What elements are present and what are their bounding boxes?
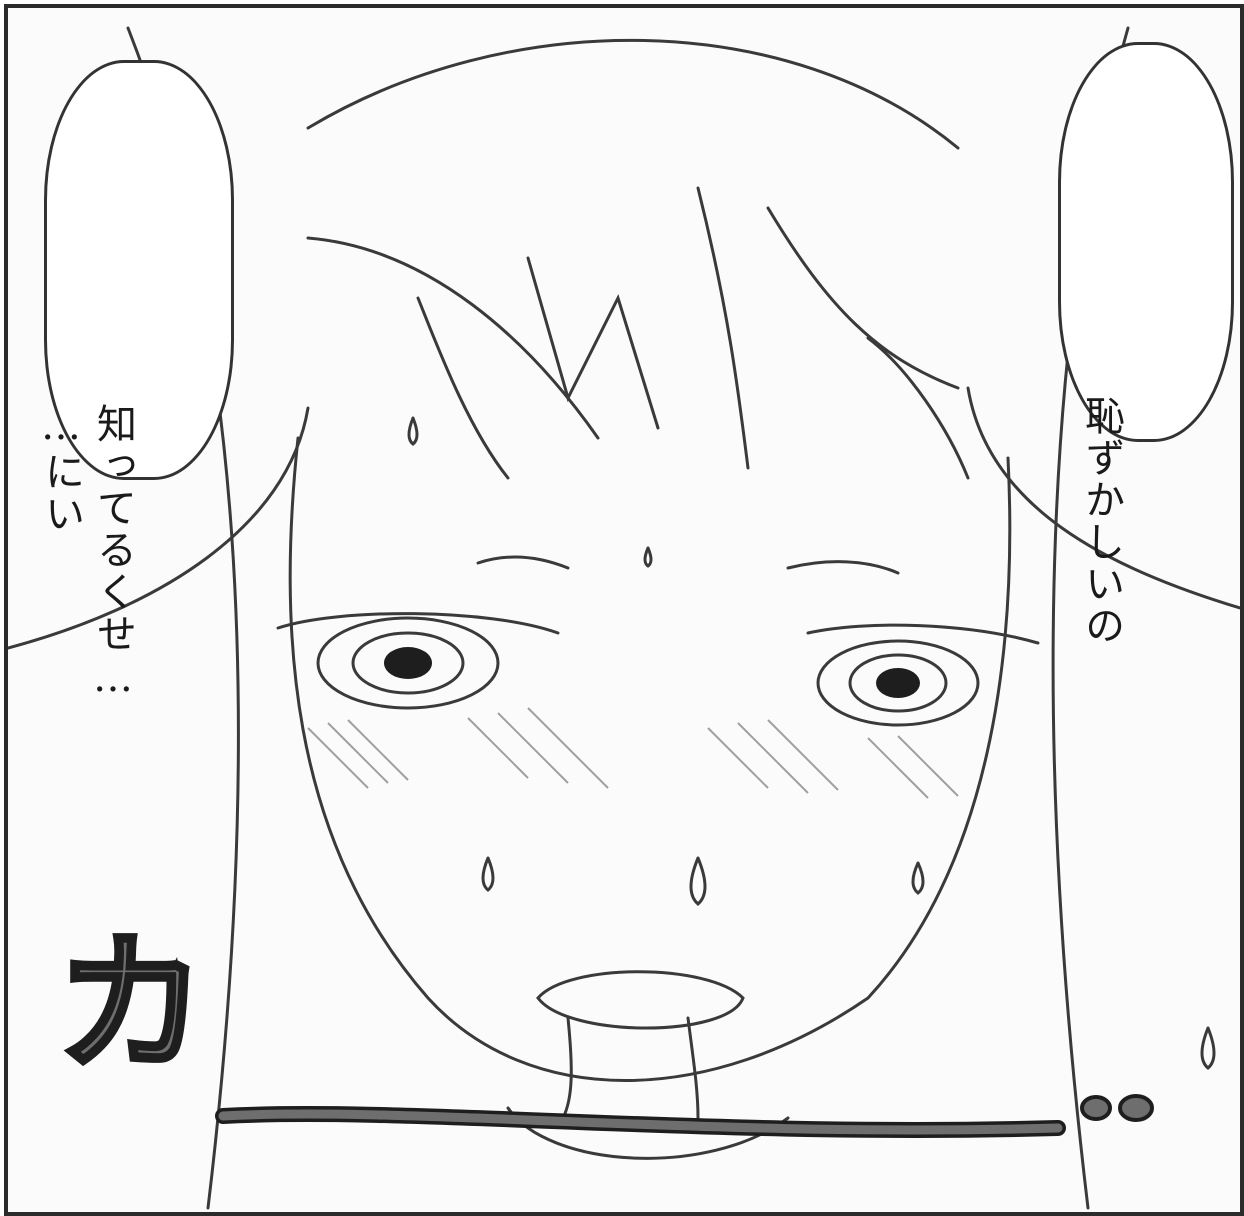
speech-line-1: 知ってるくせ… — [90, 403, 136, 703]
character-illustration — [8, 26, 1240, 1210]
speech-bubble-left: 知ってるくせ… …にい — [38, 60, 234, 703]
speech-line-2: …にい — [38, 403, 84, 535]
speech-text-right: 恥ずかしいの — [1023, 107, 1179, 647]
manga-panel: 知ってるくせ… …にい 恥ずかしいの カ — [4, 4, 1244, 1216]
speech-bubble-right: 恥ずかしいの — [1058, 42, 1234, 647]
speech-line-1: 恥ずかしいの — [1078, 395, 1124, 647]
speech-text-left: 知ってるくせ… …にい — [8, 115, 191, 703]
sound-effect: カ — [53, 918, 208, 1092]
